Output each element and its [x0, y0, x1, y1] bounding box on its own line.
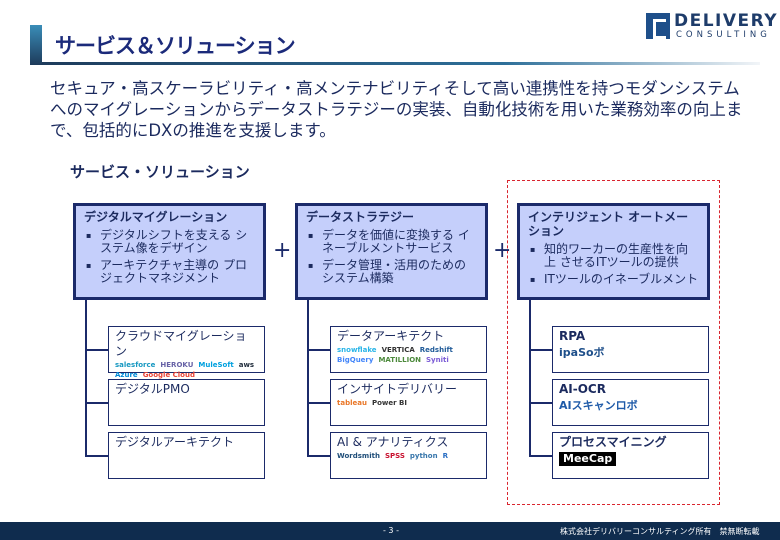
solution-item[interactable]: デジタルPMO	[108, 379, 265, 426]
bullet-item: データ管理・活用のための システム構築	[306, 259, 477, 285]
category-card: デジタルマイグレーションデジタルシフトを支える システム像をデザインアーキテクチ…	[73, 203, 266, 300]
connector-line	[307, 402, 330, 404]
vendor-logo: BigQuery	[337, 356, 374, 364]
vendor-logo: VERTICA	[381, 346, 415, 354]
bullet-item: デジタルシフトを支える システム像をデザイン	[84, 229, 255, 255]
solution-item[interactable]: プロセスマイニング MeeCap	[552, 432, 709, 479]
section-title: サービス・ソリューション	[70, 163, 250, 181]
vendor-logo: aws	[238, 361, 255, 369]
connector-line	[529, 455, 552, 457]
vendor-logo: MuleSoft	[198, 361, 234, 369]
logo-mark-icon	[646, 13, 670, 39]
connector-line	[85, 300, 87, 457]
solution-item[interactable]: RPA ipaSoボ	[552, 326, 709, 373]
logo-subtext: CONSULTING	[676, 30, 771, 40]
connector-line	[529, 300, 531, 457]
vendor-logo: SPSS	[384, 452, 405, 460]
solution-item[interactable]: AI & アナリティクス Wordsmith SPSS python R	[330, 432, 487, 479]
copyright: 株式会社デリバリーコンサルティング所有 禁無断転載	[560, 527, 760, 536]
title-bar	[30, 25, 760, 65]
vendor-logo: Google Cloud	[142, 371, 195, 379]
vendor-logo: MeeCap	[559, 452, 617, 466]
category-title: データストラテジー	[306, 210, 415, 224]
bullet-item: ITツールのイネーブルメント	[528, 273, 699, 287]
connector-line	[307, 455, 330, 457]
solution-label: RPA	[559, 329, 586, 343]
vendor-logo: ipaSoボ	[559, 346, 605, 359]
logo-text: DELIVERY	[674, 11, 779, 31]
solution-item[interactable]: AI-OCR AIスキャンロボ	[552, 379, 709, 426]
category-title: インテリジェント オートメーション	[528, 210, 689, 238]
connector-line	[529, 349, 552, 351]
bullet-item: アーキテクチャ主導の プロジェクトマネジメント	[84, 259, 255, 285]
category-card: インテリジェント オートメーション知的ワーカーの生産性を向上 させるITツールの…	[517, 203, 710, 300]
connector-line	[307, 300, 309, 457]
solution-item[interactable]: デジタルアーキテクト	[108, 432, 265, 479]
vendor-logo: Wordsmith	[337, 452, 380, 460]
vendor-logo: Syniti	[426, 356, 449, 364]
vendor-logo: Azure	[115, 371, 138, 379]
category-card: データストラテジーデータを価値に変換する イネーブルメントサービスデータ管理・活…	[295, 203, 488, 300]
vendor-logo: R	[442, 452, 448, 460]
connector-line	[85, 402, 108, 404]
solution-label: デジタルPMO	[115, 382, 190, 396]
page-number: - 3 -	[383, 526, 399, 535]
footer: - 3 - 株式会社デリバリーコンサルティング所有 禁無断転載	[0, 522, 780, 540]
solution-label: AI-OCR	[559, 382, 606, 396]
connector-line	[529, 402, 552, 404]
vendor-logo: AIスキャンロボ	[559, 399, 638, 412]
company-logo: DELIVERY CONSULTING	[646, 11, 777, 43]
solution-item[interactable]: インサイトデリバリー tableau Power BI	[330, 379, 487, 426]
connector-line	[85, 455, 108, 457]
bullet-item: 知的ワーカーの生産性を向上 させるITツールの提供	[528, 243, 699, 269]
vendor-logo: Power BI	[371, 399, 407, 407]
category-title: デジタルマイグレーション	[84, 210, 228, 224]
highlight-dashed-frame	[507, 180, 720, 505]
solution-label: デジタルアーキテクト	[115, 435, 235, 449]
solution-label: プロセスマイニング	[559, 435, 667, 449]
solution-label: インサイトデリバリー	[337, 382, 458, 396]
solution-label: クラウドマイグレーション	[115, 329, 247, 358]
solution-label: データアーキテクト	[337, 329, 445, 343]
vendor-logo: MATILLION	[378, 356, 422, 364]
vendor-logo: salesforce	[115, 361, 156, 369]
plus-sign: +	[493, 238, 512, 263]
page-title: サービス＆ソリューション	[55, 34, 296, 58]
bullet-item: データを価値に変換する イネーブルメントサービス	[306, 229, 477, 255]
vendor-logo: snowflake	[337, 346, 377, 354]
intro-text: セキュア・高スケーラビリティ・高メンテナビリティそして高い連携性を持つモダンシス…	[50, 79, 743, 140]
vendor-logo: python	[409, 452, 438, 460]
vendor-logo: HEROKU	[160, 361, 194, 369]
vendor-logo: tableau	[337, 399, 367, 407]
solution-label: AI & アナリティクス	[337, 435, 449, 449]
plus-sign: +	[273, 238, 292, 263]
vendor-logo: Redshift	[419, 346, 453, 354]
connector-line	[85, 349, 108, 351]
connector-line	[307, 349, 330, 351]
